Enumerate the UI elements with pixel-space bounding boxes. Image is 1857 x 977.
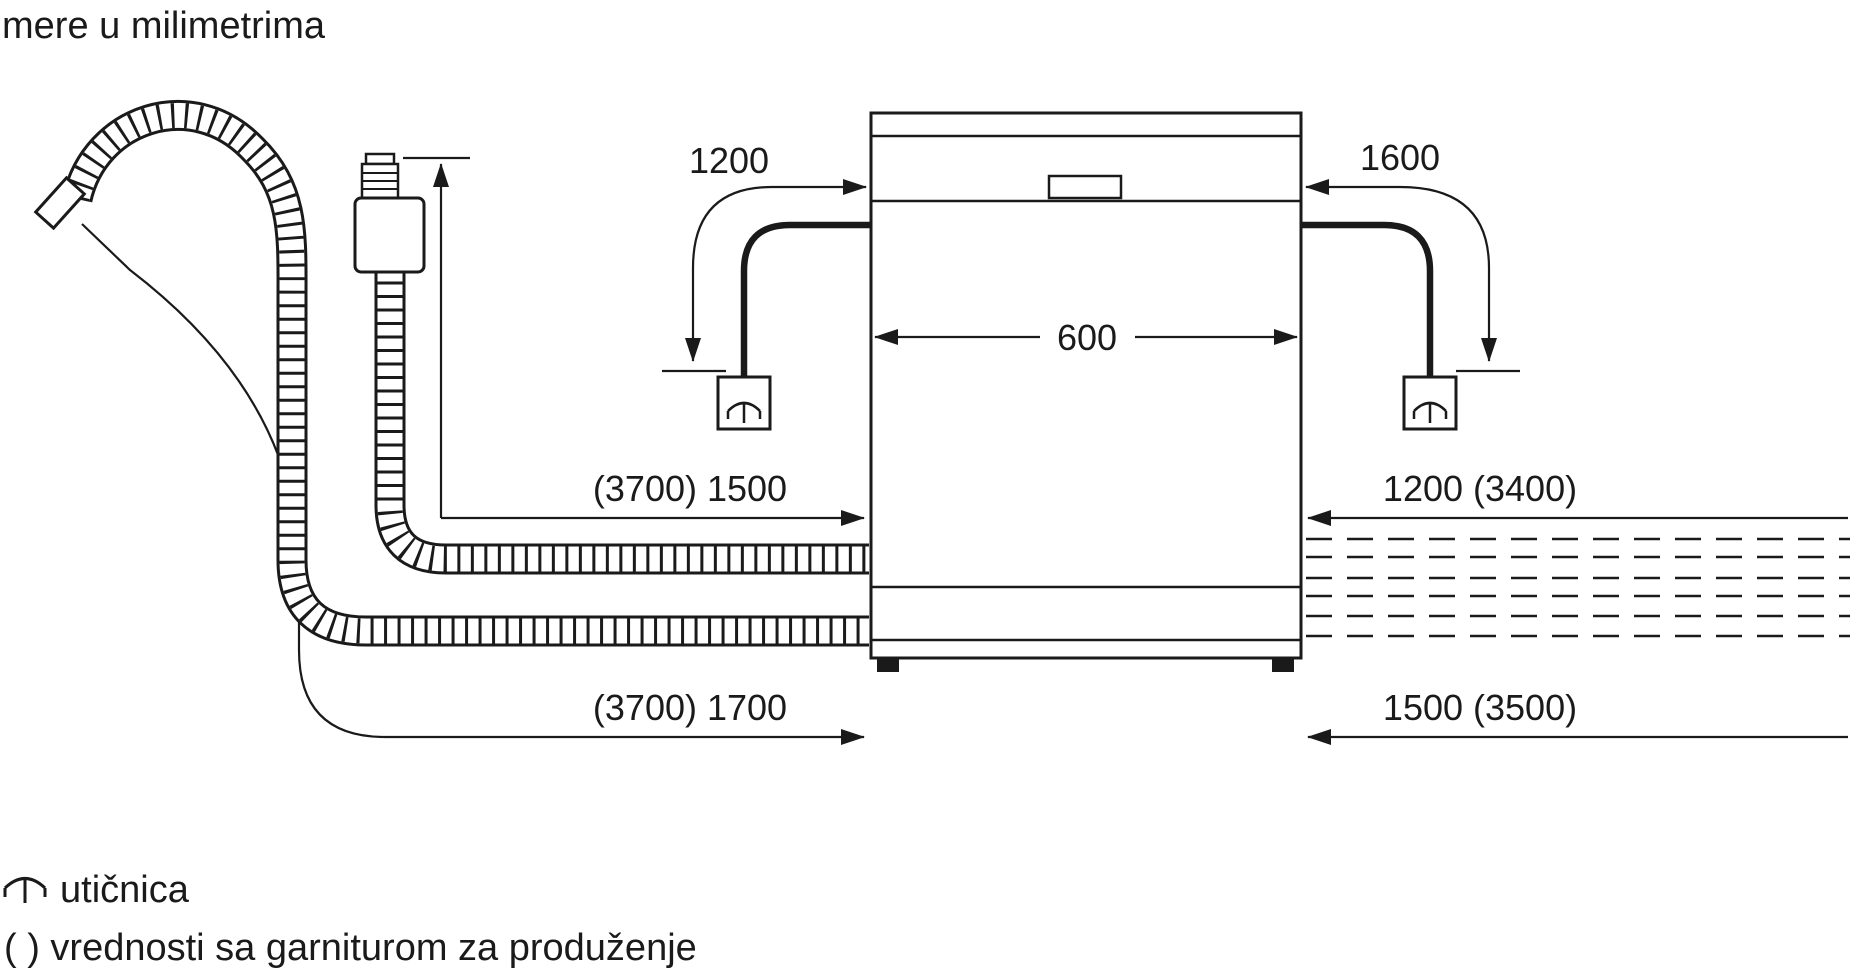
legend-extension-note: ( ) vrednosti sa garniturom za produženj… <box>4 927 697 969</box>
dim-cord-left-label: 1200 <box>689 140 769 181</box>
supply-hose <box>374 268 869 575</box>
dishwasher <box>869 111 1303 672</box>
aquastop-valve <box>360 152 400 200</box>
dim-supply-left-label: (3700) 1500 <box>593 468 787 509</box>
dim-cord-left-arrow <box>685 179 867 362</box>
legend-socket-icon <box>3 877 47 903</box>
dim-drain-left-label: (3700) 1700 <box>593 687 787 728</box>
drain-hose <box>33 100 869 647</box>
foot-left <box>877 658 899 672</box>
power-cord-right <box>1297 221 1434 381</box>
aquastop-body <box>353 196 426 274</box>
socket-icon <box>1412 401 1448 423</box>
power-cord-left <box>740 221 875 381</box>
socket-right <box>1402 375 1458 431</box>
dim-drain-right-label: 1500 (3500) <box>1383 687 1577 728</box>
dim-cord-right-label: 1600 <box>1360 137 1440 178</box>
socket-left <box>716 375 772 431</box>
socket-icon <box>726 401 762 423</box>
door-handle <box>1047 174 1123 200</box>
dim-supply-right-label: 1200 (3400) <box>1383 468 1577 509</box>
legend-socket-label: utičnica <box>60 869 190 911</box>
hose-continuation-dashes <box>1306 537 1850 638</box>
page-title: mere u milimetrima <box>2 5 326 47</box>
foot-right <box>1272 658 1294 672</box>
dim-cord-right-arrow <box>1305 179 1497 362</box>
dim-width-label: 600 <box>1057 317 1117 358</box>
drain-hose-end-cap <box>33 175 87 231</box>
